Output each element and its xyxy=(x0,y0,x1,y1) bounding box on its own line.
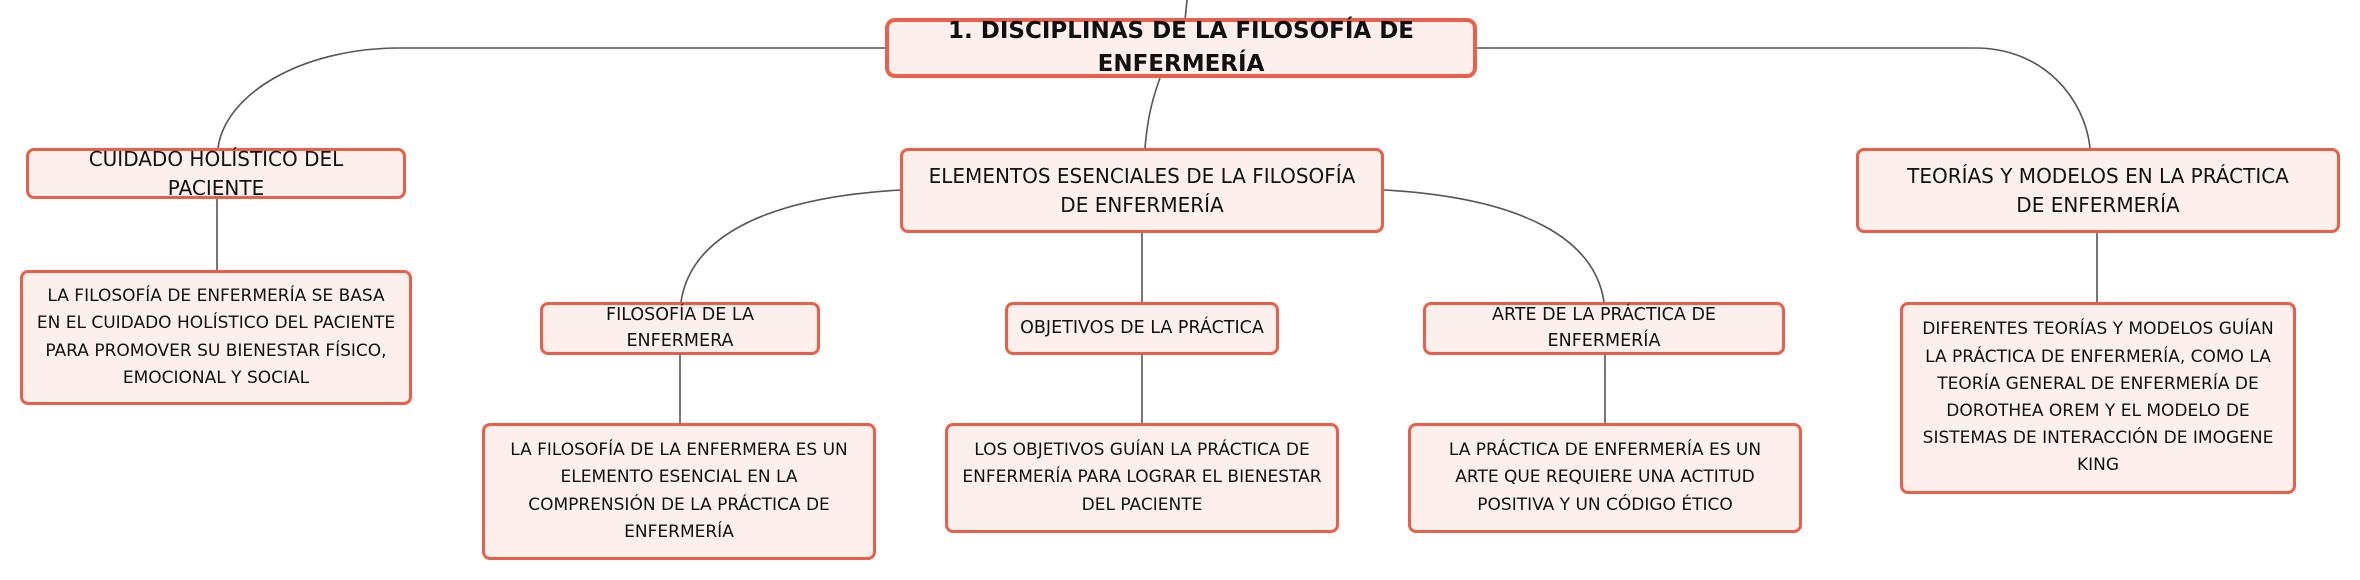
connector-incoming xyxy=(1184,0,1188,21)
node-nursing-art-label: ARTE DE LA PRÁCTICA DE ENFERMERÍA xyxy=(1492,305,1716,351)
node-holistic-care-detail-text: LA FILOSOFÍA DE ENFERMERÍA SE BASA EN EL… xyxy=(36,286,396,388)
root-label: 1. DISCIPLINAS DE LA FILOSOFÍA DE ENFERM… xyxy=(947,17,1415,77)
node-practice-objectives[interactable]: OBJETIVOS DE LA PRÁCTICA xyxy=(1005,302,1279,355)
node-holistic-care-detail[interactable]: LA FILOSOFÍA DE ENFERMERÍA SE BASA EN EL… xyxy=(20,270,412,405)
connector-root-theories xyxy=(1477,47,2091,149)
node-essential-elements[interactable]: ELEMENTOS ESENCIALES DE LA FILOSOFÍA DE … xyxy=(900,148,1384,233)
connector-essential-art xyxy=(1383,189,1605,303)
node-nurse-philosophy-detail-text: LA FILOSOFÍA DE LA ENFERMERA ES UN ELEME… xyxy=(510,440,848,542)
node-nurse-philosophy-label: FILOSOFÍA DE LA ENFERMERA xyxy=(606,305,754,351)
node-nursing-art-detail[interactable]: LA PRÁCTICA DE ENFERMERÍA ES UN ARTE QUE… xyxy=(1408,423,1802,533)
node-holistic-care-label: CUIDADO HOLÍSTICO DEL PACIENTE xyxy=(88,146,344,200)
node-practice-objectives-detail-text: LOS OBJETIVOS GUÍAN LA PRÁCTICA DE ENFER… xyxy=(962,440,1322,515)
node-holistic-care[interactable]: CUIDADO HOLÍSTICO DEL PACIENTE xyxy=(26,147,406,200)
node-nursing-art[interactable]: ARTE DE LA PRÁCTICA DE ENFERMERÍA xyxy=(1423,302,1785,355)
node-nurse-philosophy[interactable]: FILOSOFÍA DE LA ENFERMERA xyxy=(540,302,820,355)
node-essential-elements-label: ELEMENTOS ESENCIALES DE LA FILOSOFÍA DE … xyxy=(928,163,1356,217)
connector-root-essential xyxy=(1144,77,1161,149)
node-theories-models[interactable]: TEORÍAS Y MODELOS EN LA PRÁCTICA DE ENFE… xyxy=(1856,148,2340,233)
node-theories-models-detail-text: DIFERENTES TEORÍAS Y MODELOS GUÍAN LA PR… xyxy=(1922,319,2274,476)
node-theories-models-label: TEORÍAS Y MODELOS EN LA PRÁCTICA DE ENFE… xyxy=(1907,163,2289,217)
connector-root-holistic xyxy=(217,47,885,149)
node-practice-objectives-label: OBJETIVOS DE LA PRÁCTICA xyxy=(1020,317,1264,338)
root-node[interactable]: 1. DISCIPLINAS DE LA FILOSOFÍA DE ENFERM… xyxy=(885,18,1477,78)
node-theories-models-detail[interactable]: DIFERENTES TEORÍAS Y MODELOS GUÍAN LA PR… xyxy=(1900,302,2296,494)
node-nursing-art-detail-text: LA PRÁCTICA DE ENFERMERÍA ES UN ARTE QUE… xyxy=(1448,440,1762,515)
connector-essential-philosophy xyxy=(680,189,901,303)
node-practice-objectives-detail[interactable]: LOS OBJETIVOS GUÍAN LA PRÁCTICA DE ENFER… xyxy=(945,423,1339,533)
node-nurse-philosophy-detail[interactable]: LA FILOSOFÍA DE LA ENFERMERA ES UN ELEME… xyxy=(482,423,876,560)
